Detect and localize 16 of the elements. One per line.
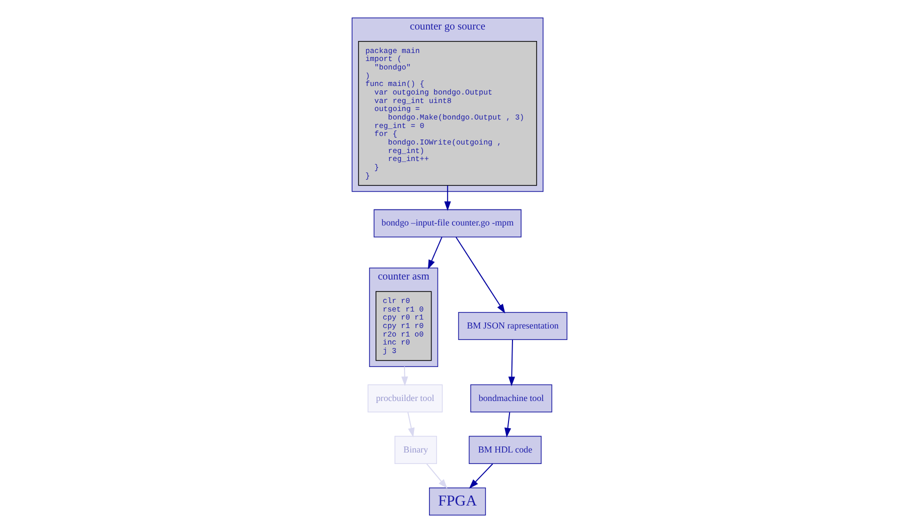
arrow [428,236,442,270]
node-box: Binary [394,436,437,464]
node-box: FPGA [429,487,486,516]
arrow [504,412,512,438]
arrow [401,366,408,386]
arrow [508,339,516,386]
arrow [469,463,494,489]
arrow [407,412,415,438]
arrow [444,185,451,211]
node-box: bondgo –input-file counter.go -mpm [374,209,522,238]
node-box: BM JSON rapresentation [458,312,568,340]
node-box: BM HDL code [468,436,542,464]
node-box: bondmachine tool [470,384,552,412]
node-box: procbuilder tool [368,384,443,412]
arrow [426,463,448,489]
arrow [456,236,506,314]
